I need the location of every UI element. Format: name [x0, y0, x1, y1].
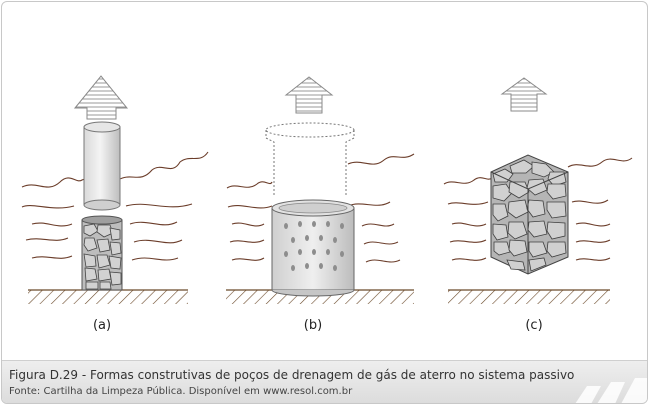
gravel-column	[81, 215, 123, 291]
gas-flow-arrow-icon	[500, 77, 548, 112]
drainage-wells-illustration: (a)	[21, 75, 633, 333]
decorative-stripes	[575, 378, 647, 403]
figure-caption-source: Fonte: Cartilha da Limpeza Pública. Disp…	[9, 386, 353, 397]
gas-flow-arrow-icon	[284, 76, 334, 114]
panel-b-label: (b)	[304, 318, 322, 333]
ground-hatch	[448, 289, 610, 304]
panel-c: (c)	[443, 77, 633, 333]
removed-casing-outline	[265, 122, 355, 197]
panel-c-label: (c)	[525, 318, 542, 333]
gas-flow-arrow-icon	[73, 75, 129, 120]
soil-layer-lines	[226, 153, 415, 263]
perforated-concrete-ring	[271, 199, 355, 297]
figure-caption-title: Figura D.29 - Formas construtivas de poç…	[9, 368, 575, 382]
panel-b: (b)	[226, 76, 415, 333]
caption-bar: Figura D.29 - Formas construtivas de poç…	[2, 360, 647, 403]
ground-hatch	[28, 289, 188, 304]
soil-layer-lines	[443, 157, 633, 261]
vertical-pipe	[83, 121, 121, 211]
panel-a: (a)	[21, 75, 209, 333]
gabion-stone-cage	[490, 154, 569, 275]
panel-a-label: (a)	[93, 318, 111, 333]
